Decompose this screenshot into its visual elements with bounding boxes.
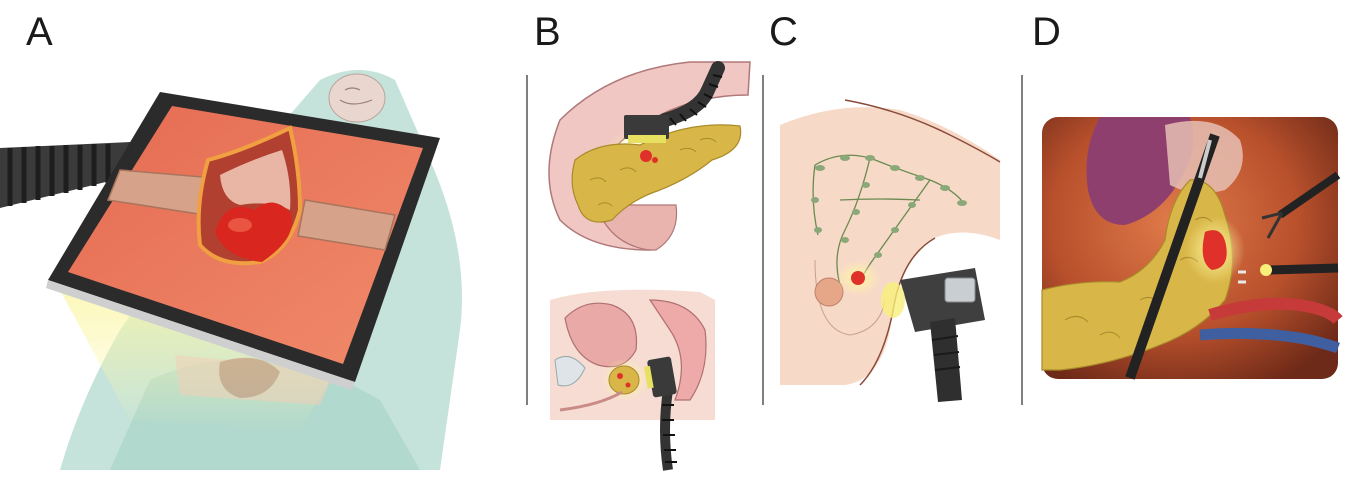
panel-b-upper-pancreas	[549, 62, 750, 250]
tumor-upper-b-2	[652, 157, 658, 163]
panel-a-illustration	[0, 70, 462, 470]
panel-c-breast	[780, 100, 1000, 402]
probe-cable-lower-b	[665, 390, 668, 470]
tumor-prostate-1	[617, 373, 623, 379]
organ-highlight	[228, 218, 252, 232]
panel-d-laparoscopic	[1042, 117, 1338, 379]
tumor-prostate-2	[626, 383, 631, 388]
breast-tumor	[851, 271, 865, 285]
probe-sensor-glow	[881, 282, 905, 318]
probe-tip-b	[628, 135, 666, 143]
probe-tip-glow-d	[1260, 264, 1272, 276]
probe-screen	[945, 278, 975, 302]
tumor-upper-b	[640, 150, 652, 162]
prostate	[609, 366, 639, 394]
torso-skin	[780, 107, 1000, 385]
patient-head	[329, 74, 385, 122]
panel-b-lower-prostate	[550, 290, 715, 470]
handheld-gamma-probe	[881, 268, 985, 402]
probe-shaft-d	[1268, 268, 1338, 270]
